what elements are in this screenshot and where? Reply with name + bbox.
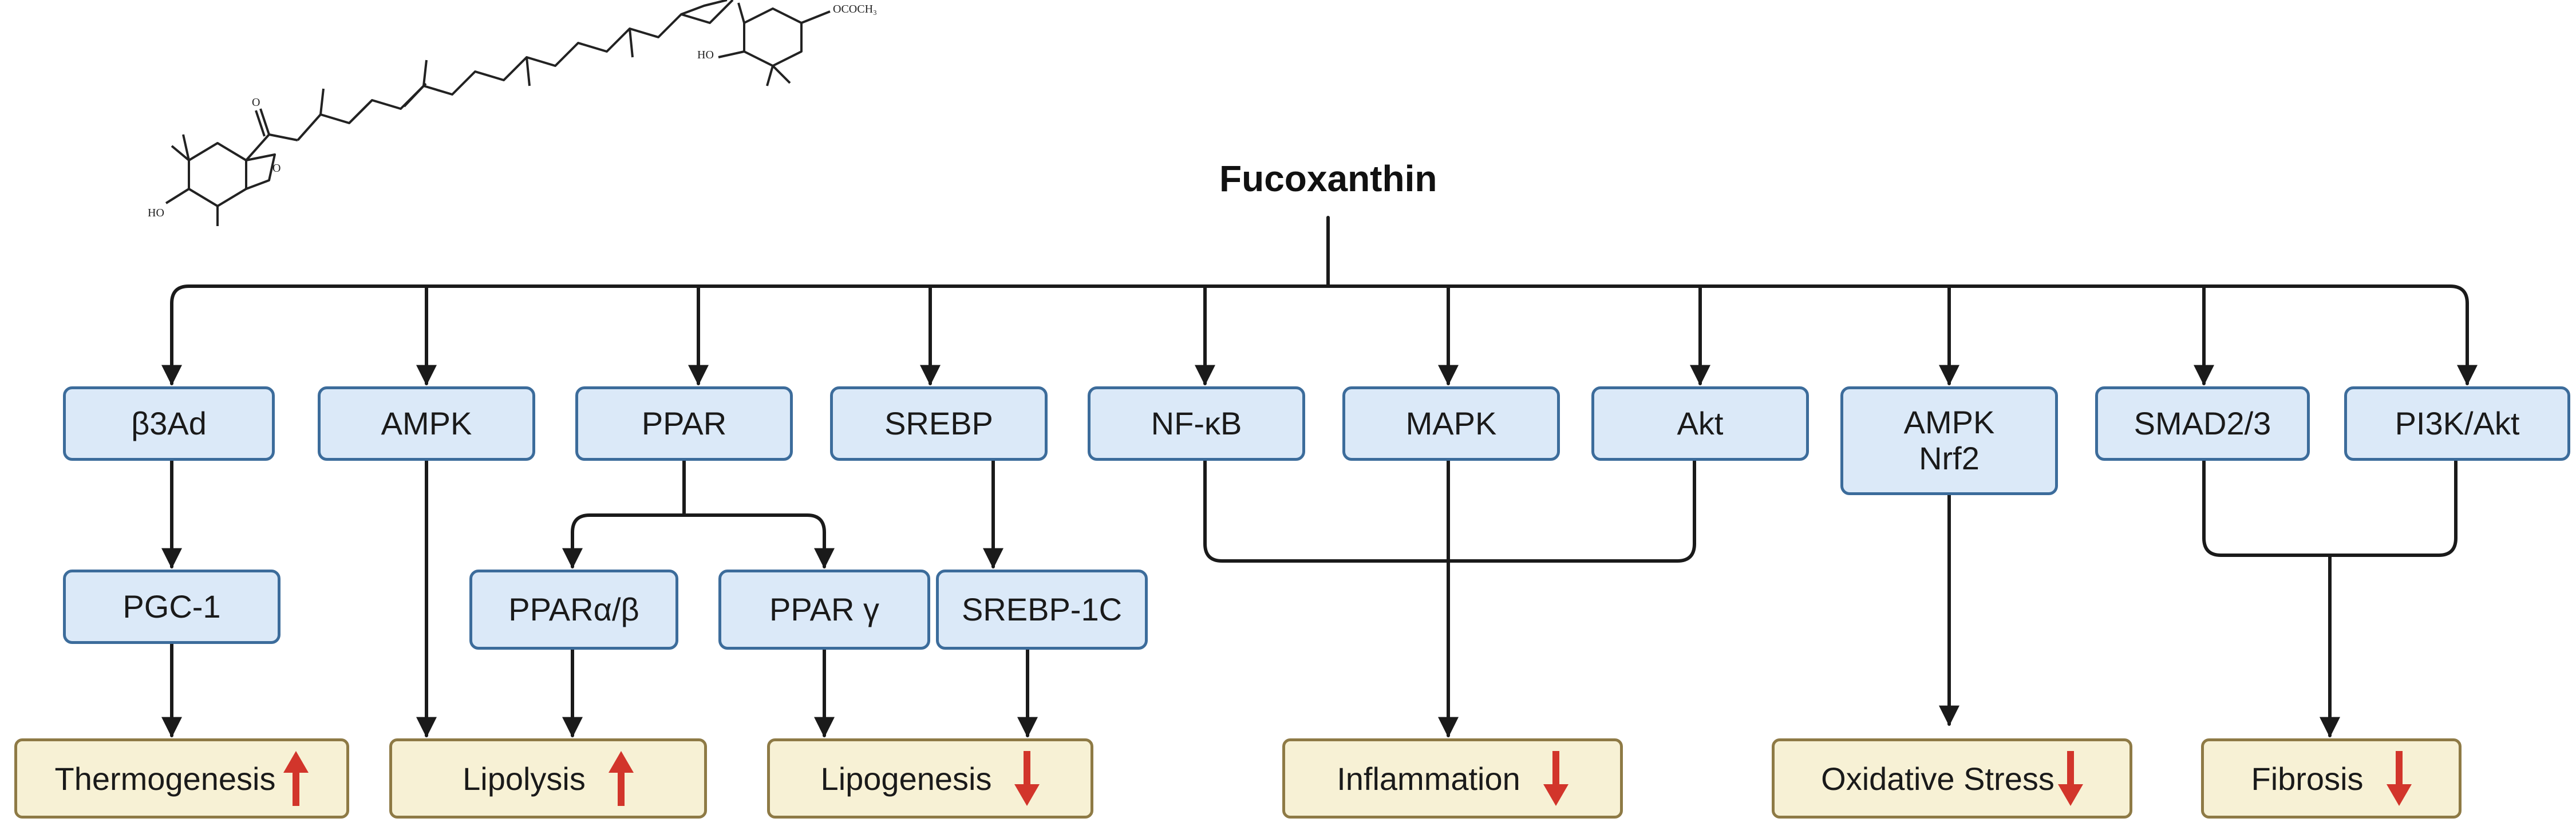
outcome-thermogenesis-label: Thermogenesis xyxy=(54,760,276,797)
structure-label-keto: O xyxy=(252,96,260,109)
outcome-thermogenesis: Thermogenesis xyxy=(14,738,349,819)
node-ppar-g: PPAR γ xyxy=(718,570,930,650)
node-pgc1: PGC-1 xyxy=(63,570,280,644)
node-mapk: MAPK xyxy=(1342,386,1560,461)
node-akt: Akt xyxy=(1591,386,1809,461)
node-ppar-label: PPAR xyxy=(641,405,727,441)
down-arrow-icon xyxy=(1014,751,1040,806)
up-arrow-icon xyxy=(608,751,634,806)
ppar-split-left-corner xyxy=(571,513,591,534)
node-ppar-ab: PPARα/β xyxy=(469,570,678,650)
outcome-lipogenesis-label: Lipogenesis xyxy=(820,760,992,797)
node-ampk-nrf2-line1: AMPK xyxy=(1903,404,1995,441)
node-ampk-nrf2: AMPK Nrf2 xyxy=(1840,386,2058,495)
node-b3ad-label: β3Ad xyxy=(131,405,207,441)
node-pgc1-label: PGC-1 xyxy=(123,588,221,624)
outcome-lipolysis: Lipolysis xyxy=(389,738,707,819)
node-mapk-label: MAPK xyxy=(1405,405,1497,441)
node-smad-label: SMAD2/3 xyxy=(2134,405,2271,441)
node-ampk: AMPK xyxy=(318,386,535,461)
fucoxanthin-label: Fucoxanthin xyxy=(1219,158,1437,199)
node-srebp-label: SREBP xyxy=(884,405,993,441)
node-akt-label: Akt xyxy=(1677,405,1724,441)
structure-label-epoxide: O xyxy=(272,162,280,175)
down-arrow-icon xyxy=(2386,751,2412,806)
node-smad: SMAD2/3 xyxy=(2095,386,2310,461)
node-srebp1c-label: SREBP-1C xyxy=(961,591,1123,627)
outcome-oxidative-stress-label: Oxidative Stress xyxy=(1821,760,2055,797)
node-ampk-label: AMPK xyxy=(381,405,472,441)
ppar-split-right-corner xyxy=(805,513,826,534)
node-ppar-ab-label: PPARα/β xyxy=(508,591,639,627)
bar-left-corner xyxy=(170,284,191,305)
fibrosis-join xyxy=(2202,536,2458,557)
outcome-lipogenesis: Lipogenesis xyxy=(767,738,1093,819)
node-ampk-nrf2-line2: Nrf2 xyxy=(1919,440,1980,476)
node-pi3k-label: PI3K/Akt xyxy=(2395,405,2520,441)
node-srebp: SREBP xyxy=(830,386,1048,461)
bar-right-corner xyxy=(2448,284,2469,305)
fucoxanthin-structure xyxy=(165,0,831,226)
structure-label-ho-right: HO xyxy=(697,49,714,61)
outcome-inflammation-label: Inflammation xyxy=(1337,760,1520,797)
down-arrow-icon xyxy=(2057,751,2083,806)
node-pi3k: PI3K/Akt xyxy=(2344,386,2570,461)
down-arrow-icon xyxy=(1543,751,1568,806)
node-b3ad: β3Ad xyxy=(63,386,275,461)
outcome-inflammation: Inflammation xyxy=(1282,738,1623,819)
structure-label-acetoxy: OCOCH₃ xyxy=(833,3,877,15)
outcome-fibrosis-label: Fibrosis xyxy=(2251,760,2364,797)
node-nfkb-label: NF-κB xyxy=(1151,405,1242,441)
outcome-lipolysis-label: Lipolysis xyxy=(463,760,586,797)
outcome-fibrosis: Fibrosis xyxy=(2201,738,2462,819)
node-srebp1c: SREBP-1C xyxy=(936,570,1148,650)
structure-label-ho: HO xyxy=(148,207,164,219)
node-ppar-g-label: PPAR γ xyxy=(769,591,879,627)
up-arrow-icon xyxy=(283,751,309,806)
outcome-oxidative-stress: Oxidative Stress xyxy=(1772,738,2132,819)
node-nfkb: NF-κB xyxy=(1088,386,1305,461)
node-ppar: PPAR xyxy=(575,386,793,461)
